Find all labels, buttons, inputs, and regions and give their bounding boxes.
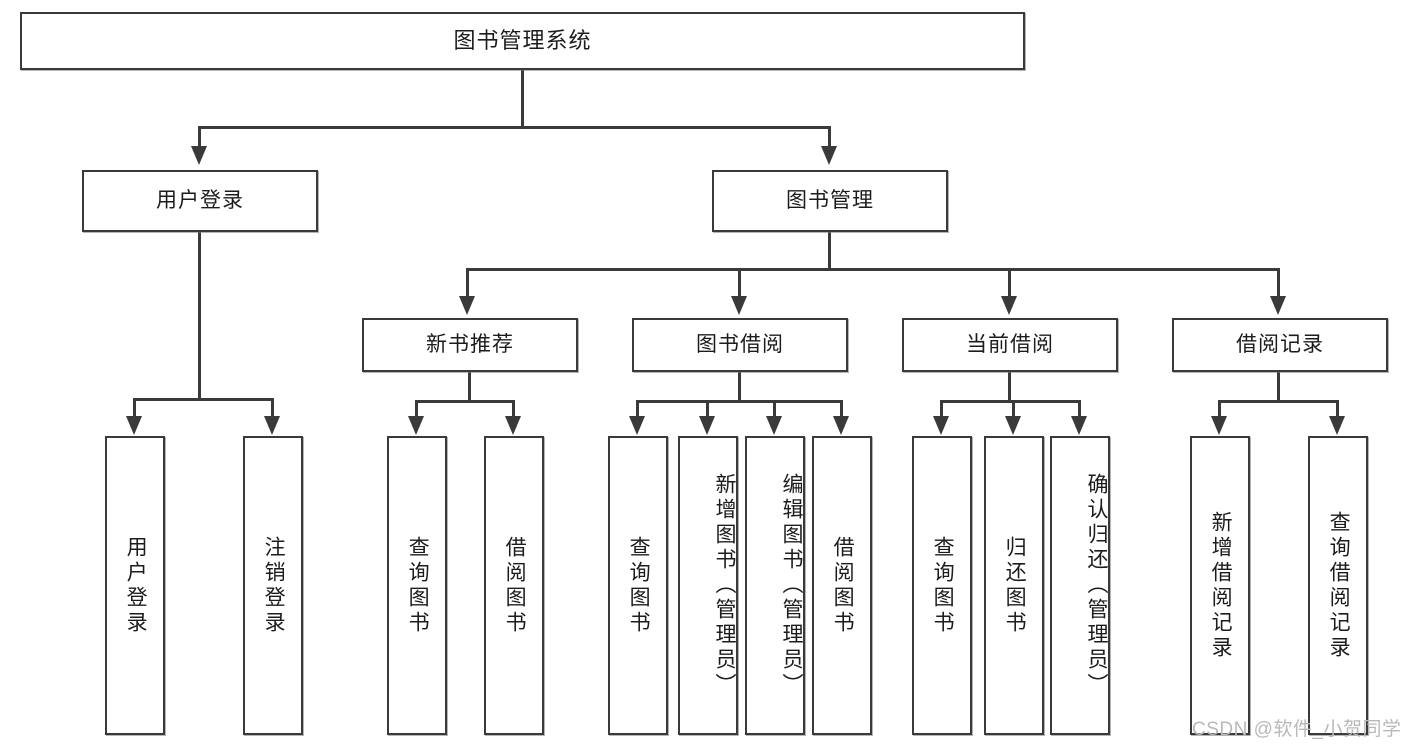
node-root-system[interactable]: 图书管理系统 [20,12,1025,70]
connector-userlogin-drop-2 [271,398,274,416]
arrowhead-to-leaf-add-book [699,416,715,435]
connector-record-drop-1 [1218,400,1221,416]
node-book-management[interactable]: 图书管理 [712,170,948,232]
leaf-query-book-borrow[interactable]: 查询图书 [608,436,668,735]
leaf-return-book[interactable]: 归还图书 [984,436,1044,735]
node-borrow-record[interactable]: 借阅记录 [1172,318,1388,372]
connector-recommend-stem [468,372,471,402]
node-user-login[interactable]: 用户登录 [82,170,318,232]
leaf-query-book-current[interactable]: 查询图书 [912,436,972,735]
node-book-borrow[interactable]: 图书借阅 [632,318,848,372]
connector-record-drop-2 [1336,400,1339,416]
connector-borrow-drop-4 [840,400,843,416]
leaf-add-book-admin[interactable]: 新增图书（管理员） [678,436,738,735]
connector-borrow-bus [636,400,842,403]
connector-borrow-stem [738,372,741,402]
connector-bookmanage-drop-2 [738,268,741,296]
arrowhead-to-book-manage [821,146,837,165]
connector-recommend-drop-2 [512,400,515,416]
connector-bookmanage-bus [466,268,1280,271]
connector-bookmanage-drop-3 [1008,268,1011,296]
arrowhead-to-leaf-user-login [126,416,142,435]
connector-root-bus [198,126,831,129]
arrowhead-to-user-login [191,146,207,165]
arrowhead-to-leaf-return-book [1005,416,1021,435]
leaf-query-book-recommend[interactable]: 查询图书 [387,436,447,735]
leaf-borrow-book-borrow[interactable]: 借阅图书 [812,436,872,735]
connector-root-drop-right [828,126,831,146]
arrowhead-to-leaf-query-book-2 [629,416,645,435]
leaf-query-borrow-record[interactable]: 查询借阅记录 [1308,436,1368,735]
leaf-add-borrow-record[interactable]: 新增借阅记录 [1190,436,1250,735]
connector-userlogin-stem [198,232,201,400]
connector-record-bus [1218,400,1338,403]
connector-record-stem [1277,372,1280,402]
leaf-user-login[interactable]: 用户登录 [105,436,165,735]
arrowhead-to-leaf-add-record [1211,416,1227,435]
arrowhead-to-current-borrow [1001,296,1017,315]
connector-userlogin-drop-1 [133,398,136,416]
arrowhead-to-leaf-query-record [1329,416,1345,435]
node-current-borrow[interactable]: 当前借阅 [902,318,1118,372]
leaf-borrow-book-recommend[interactable]: 借阅图书 [484,436,544,735]
connector-borrow-drop-2 [706,400,709,416]
connector-borrow-drop-3 [773,400,776,416]
arrowhead-to-leaf-borrow-book-1 [505,416,521,435]
arrowhead-to-leaf-confirm-return [1071,416,1087,435]
node-new-book-recommend[interactable]: 新书推荐 [362,318,578,372]
connector-borrow-drop-1 [636,400,639,416]
arrowhead-to-leaf-query-book-3 [933,416,949,435]
arrowhead-to-leaf-logout [264,416,280,435]
connector-bookmanage-drop-4 [1277,268,1280,296]
connector-current-drop-2 [1012,400,1015,416]
leaf-logout[interactable]: 注销登录 [243,436,303,735]
connector-current-drop-3 [1078,400,1081,416]
connector-userlogin-bus [133,398,273,401]
connector-recommend-drop-1 [415,400,418,416]
arrowhead-to-leaf-edit-book [766,416,782,435]
arrowhead-to-leaf-query-book-1 [408,416,424,435]
connector-current-stem [1008,372,1011,402]
connector-root-stem [521,70,524,128]
leaf-confirm-return-admin[interactable]: 确认归还（管理员） [1050,436,1110,735]
connector-root-drop-left [198,126,201,146]
connector-current-bus [940,400,1080,403]
arrowhead-to-leaf-borrow-book-2 [833,416,849,435]
connector-bookmanage-drop-1 [466,268,469,296]
arrowhead-to-book-borrow [731,296,747,315]
connector-current-drop-1 [940,400,943,416]
connector-bookmanage-stem [828,232,831,270]
leaf-edit-book-admin[interactable]: 编辑图书（管理员） [745,436,805,735]
arrowhead-to-new-book-recommend [459,296,475,315]
arrowhead-to-borrow-record [1270,296,1286,315]
connector-recommend-bus [415,400,514,403]
